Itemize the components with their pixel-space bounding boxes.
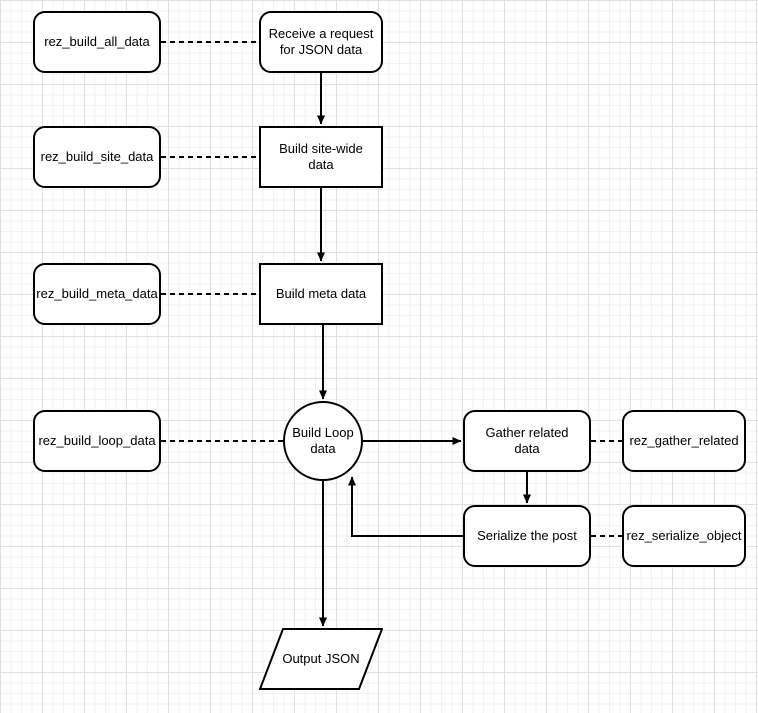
node-rez-build-site-data[interactable]: rez_build_site_data (33, 126, 161, 188)
node-label: Output JSON (282, 651, 360, 666)
parallelogram-shape (259, 628, 383, 690)
node-label: Gather related data (485, 425, 569, 456)
node-label: Receive a request for JSON data (268, 26, 374, 57)
node-rez-build-loop-data[interactable]: rez_build_loop_data (33, 410, 161, 472)
node-serialize-the-post[interactable]: Serialize the post (463, 505, 591, 567)
node-label: rez_build_meta_data (36, 286, 158, 301)
node-output-json[interactable]: Output JSON (259, 628, 383, 690)
node-gather-related-data[interactable]: Gather related data (463, 410, 591, 472)
node-label: rez_gather_related (629, 433, 739, 448)
node-rez-gather-related[interactable]: rez_gather_related (622, 410, 746, 472)
node-label: rez_build_loop_data (38, 433, 156, 448)
node-label: Build Loop data (292, 425, 354, 456)
node-label: Serialize the post (477, 528, 577, 543)
node-label: Build meta data (275, 286, 367, 301)
node-rez-build-all-data[interactable]: rez_build_all_data (33, 11, 161, 73)
node-label: rez_build_all_data (44, 34, 150, 49)
node-label: rez_build_site_data (40, 149, 154, 164)
node-build-meta-data[interactable]: Build meta data (259, 263, 383, 325)
node-build-loop-data[interactable]: Build Loop data (283, 401, 363, 481)
edge-serialize-post-to-build-loop-loopback (348, 476, 463, 537)
node-receive-request[interactable]: Receive a request for JSON data (259, 11, 383, 73)
node-rez-serialize-object[interactable]: rez_serialize_object (622, 505, 746, 567)
node-label: Build site-wide data (279, 141, 363, 172)
node-build-site-wide-data[interactable]: Build site-wide data (259, 126, 383, 188)
node-rez-build-meta-data[interactable]: rez_build_meta_data (33, 263, 161, 325)
node-label: rez_serialize_object (626, 528, 742, 543)
